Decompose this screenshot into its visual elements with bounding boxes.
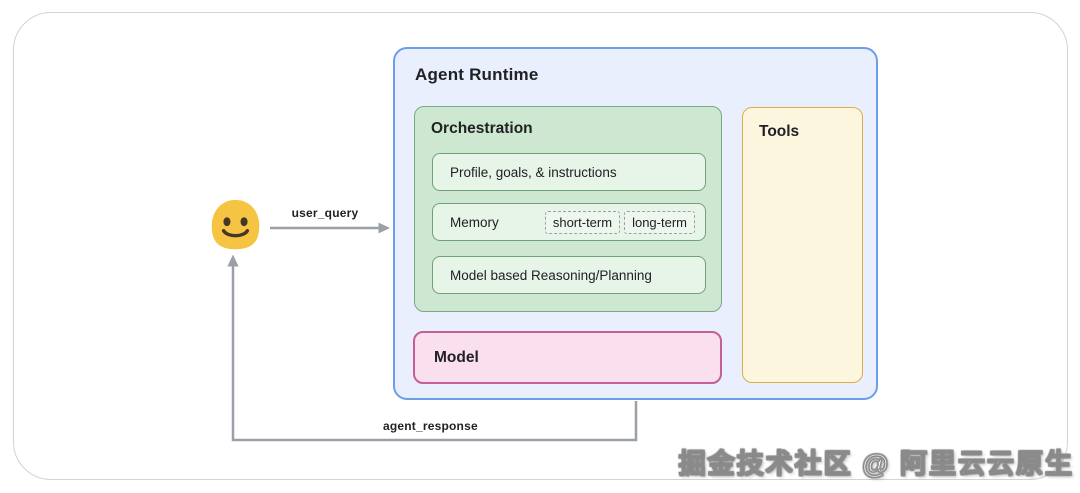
model-label: Model (434, 348, 479, 366)
tools-box: Tools (742, 107, 863, 383)
memory-label: Memory (450, 214, 499, 230)
user-emoji-icon (211, 199, 260, 250)
memory-box: Memory short-term long-term (432, 203, 706, 241)
memory-chips: short-term long-term (544, 210, 695, 234)
agent-runtime-title: Agent Runtime (415, 65, 539, 84)
model-box: Model (413, 331, 722, 384)
user-query-label: user_query (291, 206, 359, 220)
reasoning-planning-label: Model based Reasoning/Planning (450, 267, 652, 283)
orchestration-box: Orchestration Profile, goals, & instruct… (414, 106, 722, 312)
orchestration-title: Orchestration (431, 120, 533, 137)
agent-response-label: agent_response (383, 419, 478, 433)
agent-runtime-box: Agent Runtime Orchestration Profile, goa… (393, 47, 878, 400)
short-term-chip: short-term (544, 210, 621, 234)
long-term-chip: long-term (624, 210, 695, 234)
profile-goals-instructions-box: Profile, goals, & instructions (432, 153, 706, 191)
reasoning-planning-box: Model based Reasoning/Planning (432, 256, 706, 294)
profile-goals-instructions-label: Profile, goals, & instructions (450, 164, 617, 180)
watermark-text: 掘金技术社区 @ 阿里云云原生 (678, 448, 1074, 479)
tools-label: Tools (759, 123, 800, 140)
